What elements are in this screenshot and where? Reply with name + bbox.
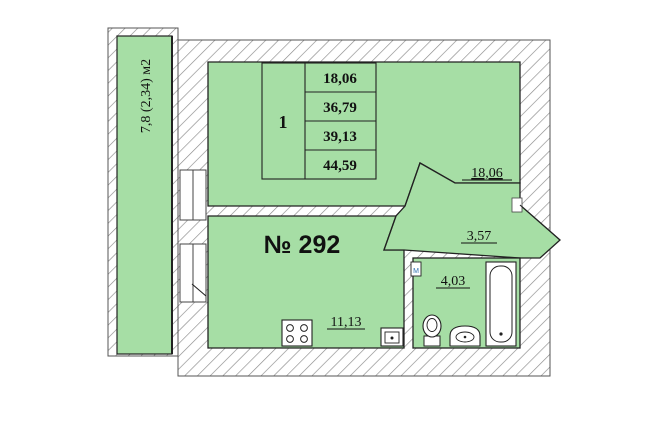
area-total: 44,59: [323, 158, 357, 174]
stove-icon: [281, 319, 313, 347]
rooms-count: 1: [279, 112, 288, 132]
balcony-area-label: 7,8 (2,34) м2: [139, 59, 154, 133]
bath-area-label: 4,03: [441, 274, 466, 289]
living-area-label: 18,06: [471, 166, 503, 181]
hall-area-label: 3,57: [467, 229, 492, 244]
kitchen-area-label: 11,13: [331, 315, 362, 330]
balcony: [116, 35, 173, 355]
toilet-icon: [422, 314, 442, 347]
areas-table: 1 18,06 36,79 39,13 44,59: [261, 62, 377, 180]
door-swings: [191, 162, 561, 297]
washbasin-icon: [449, 325, 481, 347]
area-total-no-balcony: 36,79: [323, 100, 357, 116]
area-living: 18,06: [323, 71, 357, 87]
sink-icon: [380, 327, 404, 347]
svg-text:M: M: [413, 268, 419, 275]
area-total-reduced: 39,13: [323, 129, 357, 145]
unit-number: № 292: [264, 231, 341, 259]
bathtub-icon: [485, 261, 517, 347]
boiler-icon: M: [410, 261, 422, 277]
window-openings: [179, 169, 523, 303]
room-hall: [383, 162, 561, 259]
